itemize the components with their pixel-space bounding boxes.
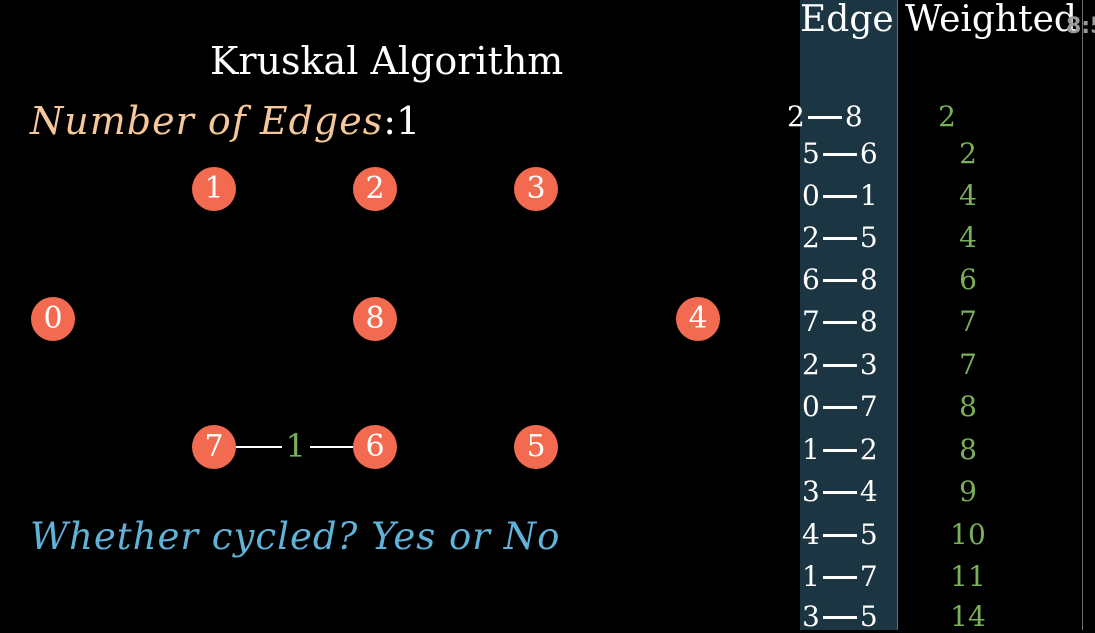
column-divider — [897, 0, 898, 630]
edge-list-row-weight: 7 — [959, 305, 977, 338]
edge-list-row-weight: 4 — [959, 221, 977, 254]
edge-count-separator: : — [383, 99, 397, 143]
edge-dash — [822, 320, 857, 324]
graph-node-5: 5 — [514, 425, 558, 469]
edge-to: 4 — [859, 475, 878, 508]
edge-count-value: 1 — [396, 99, 421, 143]
edge-dash — [822, 490, 857, 494]
edge-to: 3 — [859, 348, 878, 381]
graph-node-8: 8 — [353, 297, 397, 341]
edge-from: 0 — [802, 179, 820, 212]
edge-from: 0 — [802, 390, 820, 423]
graph-node-1: 1 — [192, 167, 236, 211]
edge-to: 1 — [859, 179, 878, 212]
table-right-border — [1082, 0, 1083, 630]
cycle-question: Whether cycled? Yes or No — [30, 515, 561, 558]
edge-from: 2 — [802, 348, 820, 381]
edge-list-row-weight: 6 — [959, 263, 977, 296]
edge-dash — [822, 448, 857, 452]
graph-node-3: 3 — [514, 167, 558, 211]
edge-dash — [822, 615, 857, 619]
edge-dash — [822, 194, 857, 198]
edge-from: 6 — [802, 263, 820, 296]
edge-dash — [807, 115, 842, 119]
edge-from: 7 — [802, 305, 820, 338]
edge-from: 2 — [802, 221, 820, 254]
graph-node-2: 2 — [353, 167, 397, 211]
edge-dash — [822, 363, 857, 367]
edge-to: 8 — [859, 305, 878, 338]
edge-to: 8 — [859, 263, 878, 296]
edge-to: 5 — [859, 600, 878, 633]
edge-list-row-weight: 8 — [959, 390, 977, 423]
edge-from: 1 — [802, 433, 820, 466]
edge-column-background — [800, 0, 897, 630]
edge-list-row-weight: 4 — [959, 179, 977, 212]
graph-edge-weight: 1 — [281, 430, 310, 462]
edge-list-row-weight: 10 — [950, 518, 986, 551]
edge-to: 2 — [859, 433, 878, 466]
edge-dash — [822, 152, 857, 156]
edge-list-row-weight: 11 — [950, 560, 986, 593]
timestamp: 8:5 — [1066, 14, 1095, 39]
edge-list-row-weight: 2 — [959, 137, 977, 170]
edge-from: 3 — [802, 475, 820, 508]
edge-dash — [822, 533, 857, 537]
edge-column-header: Edge — [800, 0, 894, 40]
edge-dash — [822, 575, 857, 579]
graph-node-4: 4 — [676, 297, 720, 341]
edge-to: 6 — [859, 137, 878, 170]
graph-node-0: 0 — [31, 297, 75, 341]
edge-dash — [822, 236, 857, 240]
edge-list-row-weight: 14 — [950, 600, 986, 633]
edge-list-row-weight: 9 — [959, 475, 977, 508]
page-title: Kruskal Algorithm — [210, 39, 564, 83]
edge-to: 7 — [859, 390, 878, 423]
edge-count-line: Number of Edges:1 — [30, 102, 420, 140]
edge-from: 4 — [802, 518, 820, 551]
edge-from: 3 — [802, 600, 820, 633]
edge-count-label: Number of Edges — [30, 99, 384, 143]
edge-list-row-weight: 8 — [959, 433, 977, 466]
edge-to: 7 — [859, 560, 878, 593]
weighted-column-header: Weighted — [905, 0, 1077, 40]
edge-dash — [822, 278, 857, 282]
edge-list-row-weight: 7 — [959, 348, 977, 381]
graph-node-6: 6 — [353, 425, 397, 469]
edge-from: 5 — [802, 137, 820, 170]
edge-to: 8 — [844, 100, 863, 133]
edge-from: 1 — [802, 560, 820, 593]
edge-to: 5 — [859, 518, 878, 551]
edge-list-row-weight: 2 — [938, 100, 956, 133]
graph-node-7: 7 — [192, 425, 236, 469]
edge-from: 2 — [787, 100, 805, 133]
edge-dash — [822, 405, 857, 409]
edge-to: 5 — [859, 221, 878, 254]
